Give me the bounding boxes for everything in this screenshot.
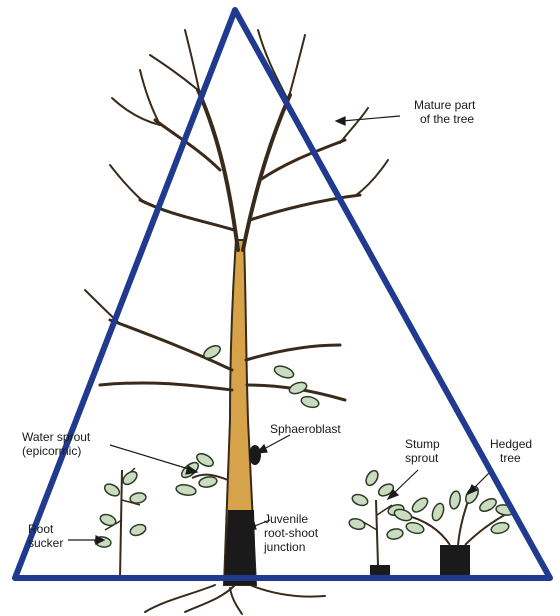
label-hedged-tree: Hedged tree bbox=[490, 437, 532, 465]
label-sphaeroblast: Sphaeroblast bbox=[270, 422, 341, 436]
main-trunk bbox=[224, 240, 261, 585]
root-sucker-plant bbox=[94, 468, 147, 578]
label-stump-sprout: Stump sprout bbox=[405, 437, 440, 465]
arrow-mature bbox=[336, 116, 400, 125]
label-juvenile-junction: Juvenile root-shoot junction bbox=[264, 512, 318, 554]
label-root-sucker: Root sucker bbox=[28, 522, 63, 550]
arrow-root-sucker bbox=[68, 536, 104, 544]
roots bbox=[145, 585, 325, 614]
hedged-tree-plant bbox=[393, 485, 515, 579]
label-mature-part: Mature part of the tree bbox=[414, 98, 475, 126]
stump-sprout-plant bbox=[348, 469, 405, 579]
label-water-sprout: Water sprout (epicormic) bbox=[22, 430, 90, 458]
arrow-hedged-tree bbox=[468, 470, 492, 494]
arrow-sphaeroblast bbox=[257, 435, 290, 453]
